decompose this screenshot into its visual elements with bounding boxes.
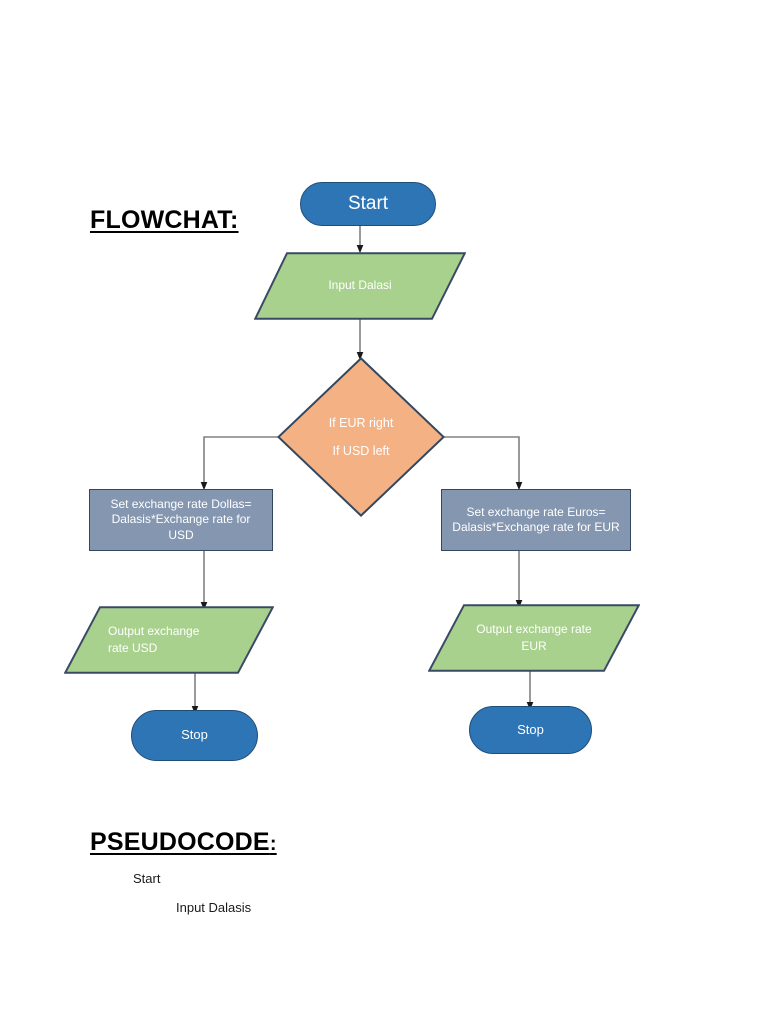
node-process-usd-label: Set exchange rate Dollas= Dalasis*Exchan… bbox=[110, 496, 252, 542]
node-process-eur[interactable]: Set exchange rate Euros= Dalasis*Exchang… bbox=[441, 489, 631, 551]
node-input-dalasi-label: Input Dalasi bbox=[328, 278, 392, 293]
node-output-eur-shape bbox=[428, 604, 640, 672]
node-input-dalasi[interactable]: Input Dalasi bbox=[254, 252, 466, 320]
node-stop-eur-label: Stop bbox=[517, 721, 544, 737]
pseudocode-line-start: Start bbox=[133, 871, 161, 886]
pseudocode-heading: PSEUDOCODE: bbox=[90, 828, 277, 857]
node-input-dalasi-shape bbox=[254, 252, 466, 320]
node-output-usd-shape bbox=[64, 606, 274, 674]
connector-decision-to-process-eur bbox=[441, 436, 523, 491]
node-decision-line-1: If EUR right bbox=[328, 416, 394, 430]
node-output-eur[interactable]: Output exchange rate EUR bbox=[428, 604, 640, 672]
node-decision-label-wrap: If EUR right If USD left bbox=[277, 357, 445, 517]
node-start-label: Start bbox=[347, 192, 389, 214]
node-output-usd[interactable]: Output exchange rate USD bbox=[64, 606, 274, 674]
node-output-usd-label-wrap: Output exchange rate USD bbox=[64, 606, 274, 674]
node-output-usd-label: Output exchange rate USD bbox=[108, 623, 200, 655]
node-stop-eur[interactable]: Stop bbox=[469, 706, 592, 754]
node-decision-shape bbox=[277, 357, 445, 517]
flowchart-heading-text: FLOWCHAT: bbox=[90, 206, 239, 234]
node-decision[interactable]: If EUR right If USD left bbox=[277, 357, 445, 517]
node-process-usd[interactable]: Set exchange rate Dollas= Dalasis*Exchan… bbox=[89, 489, 273, 551]
node-process-eur-label: Set exchange rate Euros= Dalasis*Exchang… bbox=[452, 504, 620, 534]
node-start[interactable]: Start bbox=[300, 182, 436, 226]
node-stop-usd[interactable]: Stop bbox=[131, 710, 258, 761]
node-output-eur-label: Output exchange rate EUR bbox=[476, 621, 592, 653]
node-stop-usd-label: Stop bbox=[181, 727, 208, 743]
pseudocode-heading-text: PSEUDOCODE bbox=[90, 828, 270, 856]
pseudocode-heading-colon: : bbox=[269, 833, 277, 855]
connector-decision-to-process-usd bbox=[200, 436, 281, 491]
pseudocode-line-input-dalasis: Input Dalasis bbox=[176, 900, 252, 915]
flowchart-heading: FLOWCHAT: bbox=[90, 206, 239, 235]
node-output-eur-label-wrap: Output exchange rate EUR bbox=[428, 604, 640, 672]
node-decision-line-2: If USD left bbox=[332, 444, 390, 458]
node-input-dalasi-label-wrap: Input Dalasi bbox=[254, 252, 466, 320]
